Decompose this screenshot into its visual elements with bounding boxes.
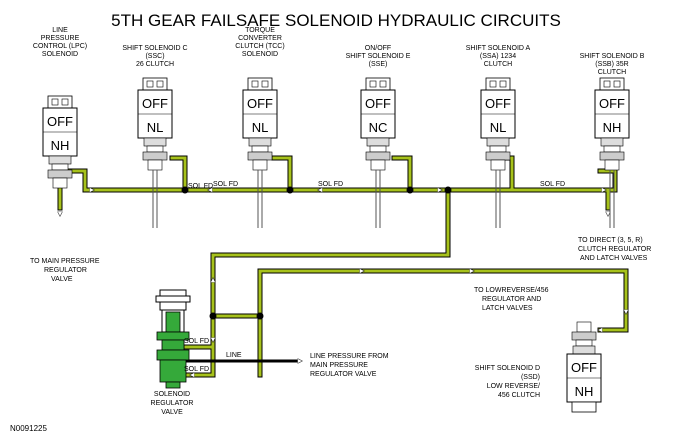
- solenoid-label-3-1: SHIFT SOLENOID E: [346, 53, 411, 60]
- pipe-outline-2: [169, 155, 188, 193]
- to-lowrev-line-3: LATCH VALVES: [482, 305, 533, 312]
- pipe-fluid-4: [392, 156, 412, 192]
- solenoid-label-2-2: CLUTCH (TCC): [235, 43, 284, 50]
- solenoid-type-0: NH: [51, 138, 70, 153]
- pipe-fluid-6: [598, 169, 617, 192]
- solenoid-type-1: NL: [147, 120, 164, 135]
- solenoid-label-1-0: SHIFT SOLENOID C: [122, 45, 187, 52]
- solenoid-state-5: OFF: [599, 96, 625, 111]
- pipe-fluid-3: [272, 156, 292, 192]
- solenoid-label-0-1: PRESSURE: [41, 35, 80, 42]
- solenoid-state-1: OFF: [142, 96, 168, 111]
- solenoid-1: SHIFT SOLENOID C(SSC)26 CLUTCH OFF NL: [122, 45, 188, 228]
- pipe-fluid-11: [258, 269, 628, 377]
- to-main-line-1: TO MAIN PRESSURE: [30, 258, 100, 265]
- figure-id: N0091225: [10, 424, 47, 433]
- solenoid-label-1-1: (SSC): [145, 53, 164, 60]
- solenoid-label-4-0: SHIFT SOLENOID A: [466, 45, 531, 52]
- pipe-outline-8: [183, 187, 451, 378]
- junction-dot-4: [209, 312, 217, 320]
- solenoid-type-2: NL: [252, 120, 269, 135]
- solenoid-label-4-2: CLUTCH: [484, 61, 512, 68]
- to-main-line-2: REGULATOR: [44, 267, 87, 274]
- hydraulic-circuits: [57, 155, 629, 378]
- page-title: 5TH GEAR FAILSAFE SOLENOID HYDRAULIC CIR…: [111, 11, 561, 30]
- solenoid-state-6: OFF: [571, 360, 597, 375]
- reg-valve-line-3: VALVE: [161, 409, 183, 416]
- junction-dot-0: [181, 186, 189, 194]
- sol-fd-label-2: SOL FD: [213, 181, 238, 188]
- solenoid-label-6-0: SHIFT SOLENOID D: [475, 365, 540, 372]
- callouts: SOL FD SOL FD SOL FD SOL FD SOL FD SOL F…: [10, 181, 651, 433]
- sol-fd-label-5: SOL FD: [184, 338, 209, 345]
- solenoid-label-1-2: 26 CLUTCH: [136, 61, 174, 68]
- solenoid-state-0: OFF: [47, 114, 73, 129]
- junction-dot-2: [406, 186, 414, 194]
- junction-dot-3: [444, 186, 452, 194]
- solenoid-label-4-1: (SSA) 1234: [480, 53, 516, 60]
- solenoid-label-5-0: SHIFT SOLENOID B: [580, 53, 645, 60]
- solenoid-label-0-0: LINE: [52, 27, 68, 34]
- pipe-fluid-8: [184, 188, 450, 377]
- pipe-outline-3: [271, 155, 293, 193]
- junction-dot-1: [286, 186, 294, 194]
- sol-fd-label-6: SOL FD: [184, 366, 209, 373]
- to-direct-line-1: TO DIRECT (3, 5, R): [578, 237, 643, 244]
- pipe-outline-6: [597, 168, 618, 193]
- to-direct-line-3: AND LATCH VALVES: [580, 255, 648, 262]
- sol-fd-label-1: SOL FD: [188, 183, 213, 190]
- solenoid-state-2: OFF: [247, 96, 273, 111]
- solenoid-label-0-2: CONTROL (LPC): [33, 43, 87, 50]
- pipe-outline-4: [391, 155, 413, 193]
- solenoid-label-6-2: LOW REVERSE/: [487, 383, 540, 390]
- sol-fd-label-4: SOL FD: [540, 181, 565, 188]
- to-direct-line-2: CLUTCH REGULATOR: [578, 246, 651, 253]
- solenoid-type-3: NC: [369, 120, 388, 135]
- line-label: LINE: [226, 352, 242, 359]
- solenoid-label-2-3: SOLENOID: [242, 51, 278, 58]
- line-from-line-1: LINE PRESSURE FROM: [310, 353, 389, 360]
- solenoid-regulator-valve: [155, 289, 191, 389]
- reg-valve-line-1: SOLENOID: [154, 391, 190, 398]
- solenoid-state-3: OFF: [365, 96, 391, 111]
- junction-dot-5: [256, 312, 264, 320]
- to-lowrev-line-1: TO LOWREVERSE/456: [474, 287, 549, 294]
- solenoid-label-3-0: ON/OFF: [365, 45, 391, 52]
- solenoid-label-5-2: CLUTCH: [598, 69, 626, 76]
- solenoid-label-6-1: (SSD): [521, 374, 540, 381]
- solenoid-label-0-3: SOLENOID: [42, 51, 78, 58]
- solenoid-type-6: NH: [575, 384, 594, 399]
- sol-fd-label-3: SOL FD: [318, 181, 343, 188]
- reg-valve-line-2: REGULATOR: [151, 400, 194, 407]
- solenoid-label-3-2: (SSE): [369, 61, 388, 68]
- solenoid-label-5-1: (SSB) 35R: [595, 61, 628, 68]
- solenoid-label-2-1: CONVERTER: [238, 35, 282, 42]
- solenoid-label-2-0: TORQUE: [245, 27, 275, 34]
- solenoid-state-4: OFF: [485, 96, 511, 111]
- solenoid-6: OFF NH SHIFT SOLENOID D (SSD) LOW REVERSE/45…: [475, 321, 602, 413]
- solenoid-type-4: NL: [490, 120, 507, 135]
- line-from-line-3: REGULATOR VALVE: [310, 371, 377, 378]
- solenoid-type-5: NH: [603, 120, 622, 135]
- pipe-fluid-2: [170, 156, 187, 192]
- to-lowrev-line-2: REGULATOR AND: [482, 296, 541, 303]
- solenoid-label-6-3: 456 CLUTCH: [498, 392, 540, 399]
- to-main-line-3: VALVE: [51, 276, 73, 283]
- line-from-line-2: MAIN PRESSURE: [310, 362, 368, 369]
